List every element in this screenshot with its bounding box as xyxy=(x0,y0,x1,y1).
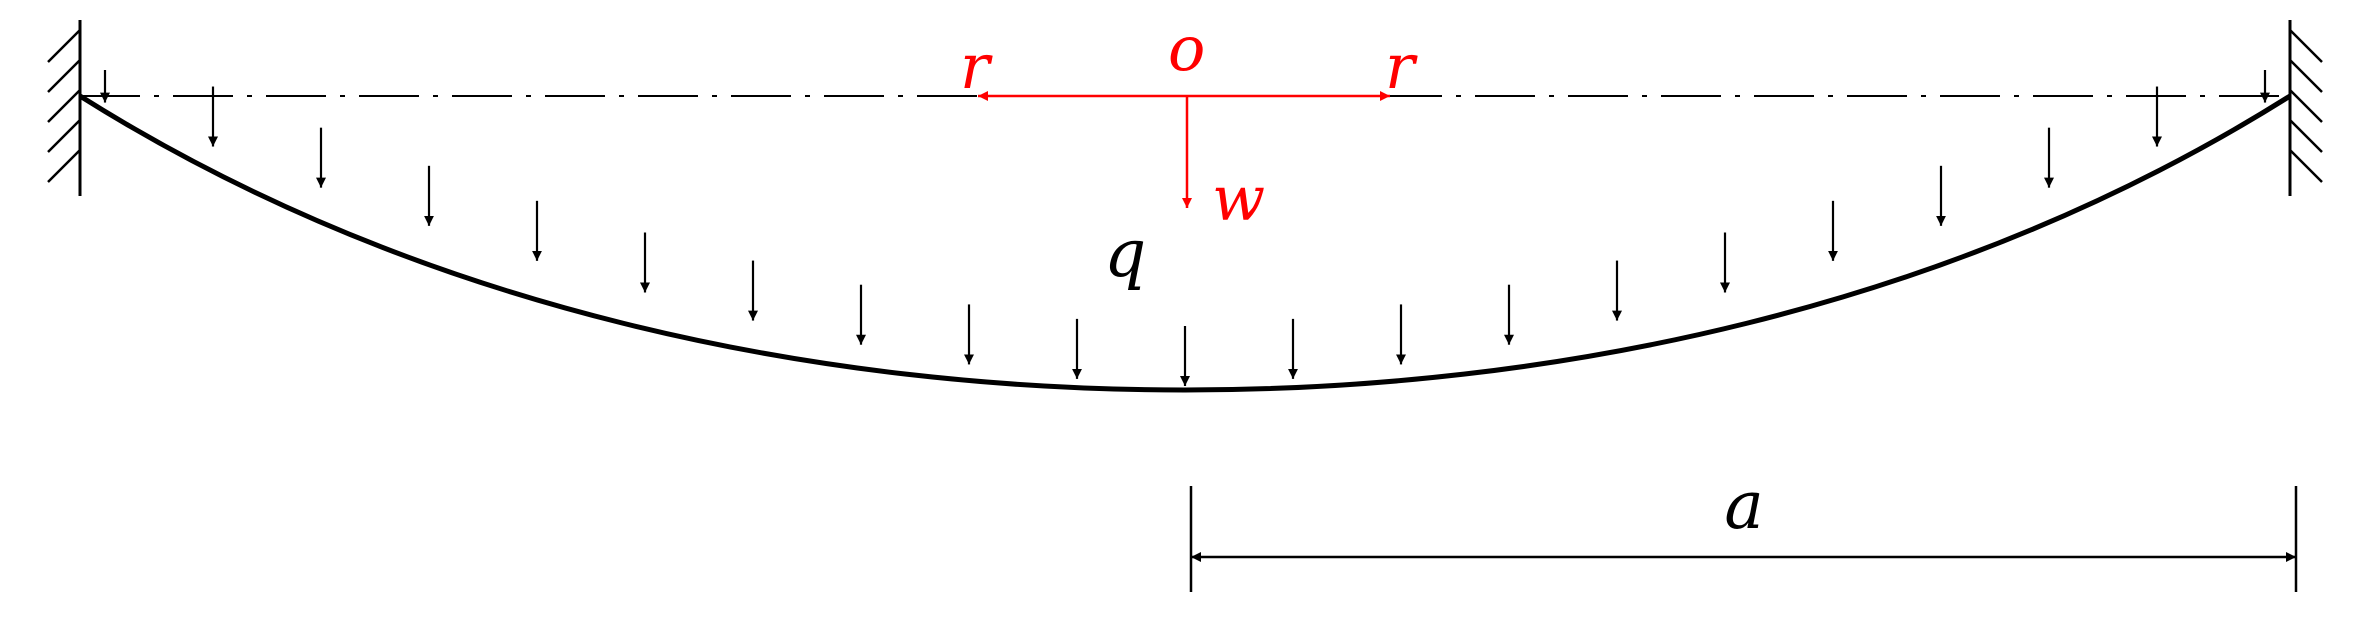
dimension-a: a xyxy=(1189,467,2298,592)
left-wall-hatch-icon xyxy=(47,29,81,183)
radial-right-label: r xyxy=(1385,30,1418,103)
left-fixed-support xyxy=(47,20,82,196)
load-label: q xyxy=(1104,215,1146,292)
radial-left-label: r xyxy=(960,30,993,103)
origin-label: o xyxy=(1168,12,1205,85)
deflection-label: w xyxy=(1212,162,1265,235)
coordinate-axes xyxy=(978,91,1390,208)
distributed-load-arrows xyxy=(100,70,2270,386)
dimension-label: a xyxy=(1724,467,1763,544)
right-wall-hatch-icon xyxy=(2289,29,2323,183)
deflected-plate-curve xyxy=(78,93,2292,393)
right-fixed-support xyxy=(2288,20,2323,196)
